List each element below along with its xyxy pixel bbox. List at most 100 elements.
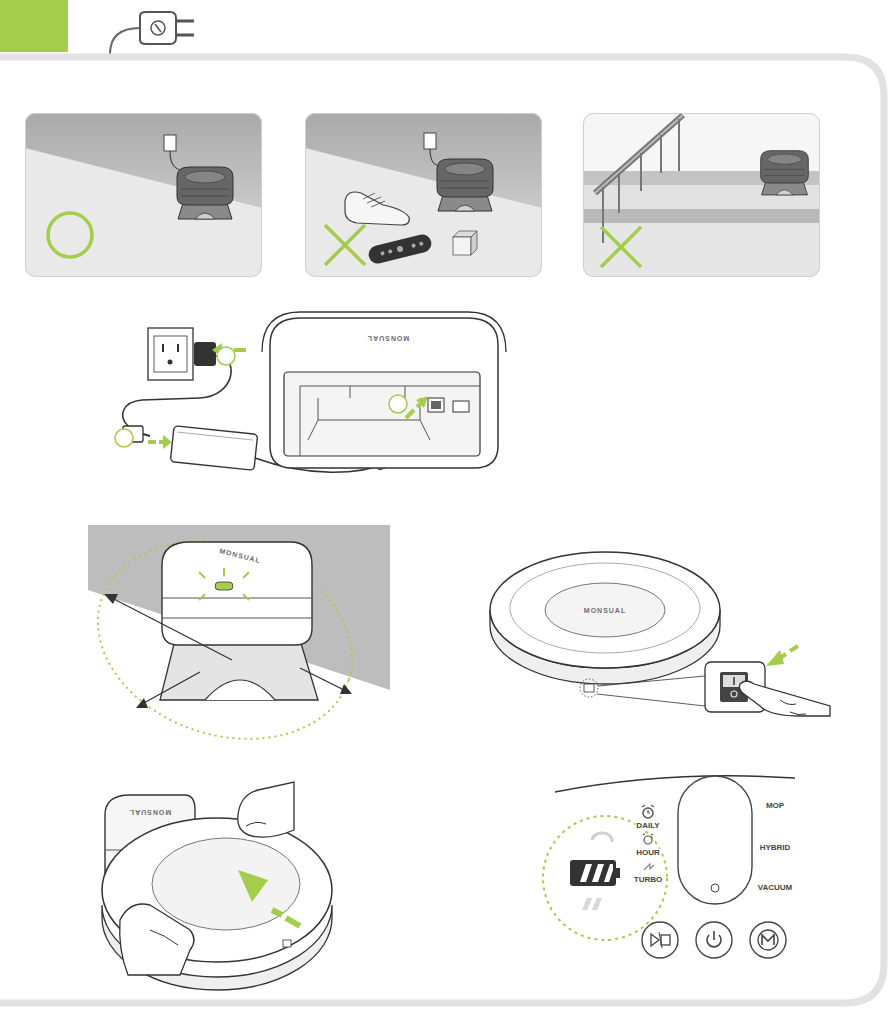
scene-obstacles-part <box>367 233 433 266</box>
scene-stairs-part-part <box>583 113 820 277</box>
control-panel-part <box>592 864 604 882</box>
docking-view-part <box>246 822 266 826</box>
docking-view-part <box>120 904 194 975</box>
wiring-view-part <box>406 404 420 418</box>
mode-label: HOUR <box>635 849 661 858</box>
wiring-view-part <box>123 356 231 426</box>
wiring-view-part-part <box>177 432 253 440</box>
wiring-view-part <box>270 318 498 468</box>
wiring-view-part-part <box>170 426 257 471</box>
wiring-view-part <box>148 328 193 380</box>
control-panel-part <box>711 884 719 892</box>
control-panel-part <box>713 931 715 940</box>
scene-obstacles-part-part <box>388 249 393 254</box>
robot-switch-view-part <box>733 677 735 685</box>
brand-mark: MONSUAL <box>584 607 626 615</box>
header-part <box>151 21 165 35</box>
placement-view-part <box>199 568 249 600</box>
placement-view <box>72 509 390 770</box>
wiring-view-part <box>217 347 235 365</box>
wiring-view-part <box>194 342 216 366</box>
control-panel-part <box>644 836 652 844</box>
docking-view-part <box>272 910 300 926</box>
placement-view-part <box>136 698 148 708</box>
docking-view <box>102 782 332 990</box>
wiring-view-part <box>163 435 172 449</box>
scene-stairs-part <box>761 151 809 195</box>
control-panel-part <box>570 860 616 886</box>
robot-switch-view-part <box>584 684 594 692</box>
mode-label: DAILY <box>635 822 660 831</box>
page-frame <box>0 57 884 1003</box>
scene-obstacles-part <box>306 114 542 277</box>
scene-stairs-part-part <box>595 115 683 193</box>
scene-obstacles-part <box>305 113 542 277</box>
scene-correct-part <box>26 114 262 277</box>
scene-obstacles-part <box>471 231 477 255</box>
scene-obstacles-part-part <box>419 241 424 246</box>
scene-correct <box>25 113 262 277</box>
docking-view-part <box>150 930 178 945</box>
robot-switch-view-part <box>740 681 831 716</box>
control-panel-part <box>555 776 795 792</box>
scene-correct-part <box>25 113 262 277</box>
scene-obstacles-part <box>453 237 471 255</box>
placement-view-part <box>340 684 352 694</box>
header-part <box>110 28 140 54</box>
wiring-view-part <box>115 429 133 447</box>
control-panel-part <box>678 776 752 904</box>
scene-obstacles-part-part <box>305 113 542 208</box>
control-panel-part <box>642 922 678 958</box>
robot-switch-view-part <box>490 552 720 668</box>
robot-switch-view-part <box>731 691 737 697</box>
control-panel-part <box>651 934 659 946</box>
scene-obstacles <box>305 113 542 277</box>
scene-correct-part <box>170 151 183 171</box>
robot-switch-view <box>490 552 830 716</box>
robot-switch-view-part <box>545 583 665 637</box>
control-panel-part <box>643 834 653 835</box>
control-panel-part <box>604 864 613 882</box>
wiring-view-part <box>284 372 480 456</box>
scene-correct-part <box>164 135 176 151</box>
scene-stairs <box>583 113 820 277</box>
wiring-view-part <box>300 386 480 456</box>
placement-view-part <box>72 509 378 770</box>
scene-obstacles-part <box>325 225 365 265</box>
robot-switch-view-part <box>766 650 784 666</box>
robot-switch-view-part <box>597 676 705 706</box>
scene-correct-part <box>177 167 233 219</box>
scene-stairs-part-part <box>603 119 679 243</box>
robot-switch-view-part <box>580 679 598 697</box>
wiring-view-part <box>453 401 469 412</box>
header-part <box>176 21 194 35</box>
scene-stairs-part <box>583 113 820 277</box>
control-panel-part <box>750 922 786 958</box>
wiring-view-part <box>163 344 178 352</box>
docking-view-part <box>238 870 268 902</box>
brand-mark: MONSUAL <box>367 334 409 342</box>
wiring-view <box>115 312 506 472</box>
placement-view-part <box>215 582 233 590</box>
scene-obstacles-part <box>363 193 385 207</box>
control-panel-part <box>758 930 778 950</box>
placement-view-part <box>142 672 200 704</box>
wiring-view-part <box>154 336 187 372</box>
placement-view-part <box>104 594 118 604</box>
wiring-view-part <box>170 426 257 471</box>
header-part <box>155 24 161 32</box>
control-panel-part <box>642 805 654 813</box>
docking-view-part <box>152 838 300 930</box>
mode-label: MOP <box>765 802 785 811</box>
placement-view-part <box>160 640 318 700</box>
control-panel-part <box>696 922 732 958</box>
wiring-view-part <box>416 396 428 408</box>
placement-view-part <box>205 680 275 700</box>
scene-correct-part <box>48 213 92 257</box>
wiring-view-part <box>431 401 441 409</box>
wiring-view-part <box>148 440 163 444</box>
wiring-view-part <box>143 434 150 436</box>
control-panel-part <box>543 816 667 940</box>
